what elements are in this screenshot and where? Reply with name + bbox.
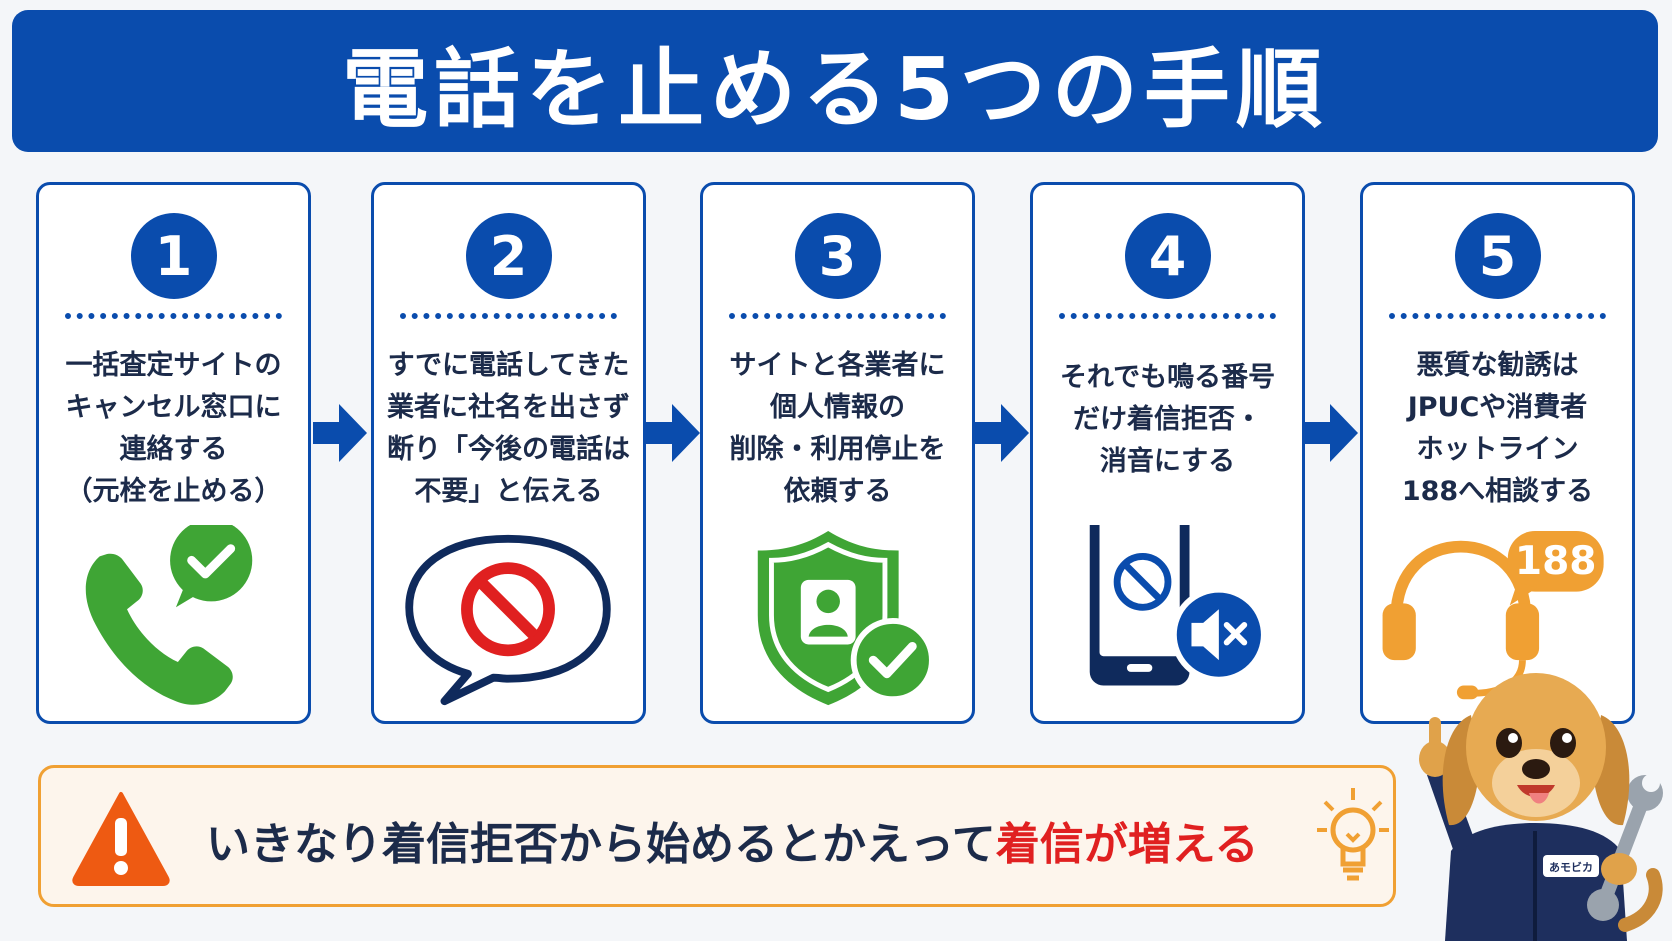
- step-number-3: 3: [794, 213, 881, 299]
- step-text-1: 一括査定サイトの キャンセル窓口に 連絡する （元栓を止める）: [65, 350, 282, 507]
- warning-box: いきなり着信拒否から始めるとかえって着信が増える: [38, 765, 1396, 907]
- warning-text-highlight: 着信が増える: [995, 819, 1259, 870]
- warning-text: いきなり着信拒否から始めるとかえって着信が増える: [206, 808, 1259, 872]
- dog-mascot-illustration: あモビカ: [1419, 673, 1663, 941]
- step-text-4: それでも鳴る番号 だけ着信拒否・ 消音にする: [1059, 362, 1276, 477]
- warning-text-main: いきなり着信拒否から始めるとかえって: [206, 819, 996, 870]
- shield-user-check-icon: [703, 525, 972, 715]
- step-number-5: 5: [1454, 213, 1541, 299]
- step-number-2: 2: [465, 213, 552, 299]
- dotted-divider: [400, 313, 617, 319]
- step-card-5: 5 悪質な勧誘は JPUCや消費者 ホットライン 188へ相談する 188: [1360, 182, 1635, 724]
- headset-188-icon: 188: [1363, 525, 1632, 715]
- arrow-right-icon: [975, 404, 1029, 462]
- phone-check-icon: [39, 519, 308, 715]
- dotted-divider: [1059, 313, 1276, 319]
- step-card-4: 4 それでも鳴る番号 だけ着信拒否・ 消音にする: [1030, 182, 1305, 724]
- dotted-divider: [1389, 313, 1606, 319]
- arrow-right-icon: [646, 404, 700, 462]
- step-card-1: 1 一括査定サイトの キャンセル窓口に 連絡する （元栓を止める）: [36, 182, 311, 724]
- header-banner: 電話を止める5つの手順: [12, 10, 1658, 152]
- step-number-4: 4: [1124, 213, 1211, 299]
- smartphone-block-mute-icon: [1033, 497, 1302, 715]
- lightbulb-icon: [1317, 788, 1389, 881]
- step-text-5: 悪質な勧誘は JPUCや消費者 ホットライン 188へ相談する: [1401, 350, 1594, 507]
- dotted-divider: [65, 313, 282, 319]
- step-text-3: サイトと各業者に 個人情報の 削除・利用停止を 依頼する: [729, 350, 946, 507]
- no-speech-bubble-icon: [374, 525, 643, 715]
- dotted-divider: [729, 313, 946, 319]
- step-card-2: 2 すでに電話してきた 業者に社名を出さず 断り「今後の電話は 不要」と伝える: [371, 182, 646, 724]
- page-title: 電話を止める5つの手順: [342, 39, 1328, 140]
- step-number-1: 1: [130, 213, 217, 299]
- arrow-right-icon: [313, 404, 367, 462]
- arrow-right-icon: [1304, 404, 1358, 462]
- mascot-badge-text: あモビカ: [1549, 860, 1593, 874]
- badge-188: 188: [1515, 539, 1597, 584]
- step-text-2: すでに電話してきた 業者に社名を出さず 断り「今後の電話は 不要」と伝える: [387, 350, 630, 507]
- step-card-3: 3 サイトと各業者に 個人情報の 削除・利用停止を 依頼する: [700, 182, 975, 724]
- warning-icon: [72, 792, 170, 886]
